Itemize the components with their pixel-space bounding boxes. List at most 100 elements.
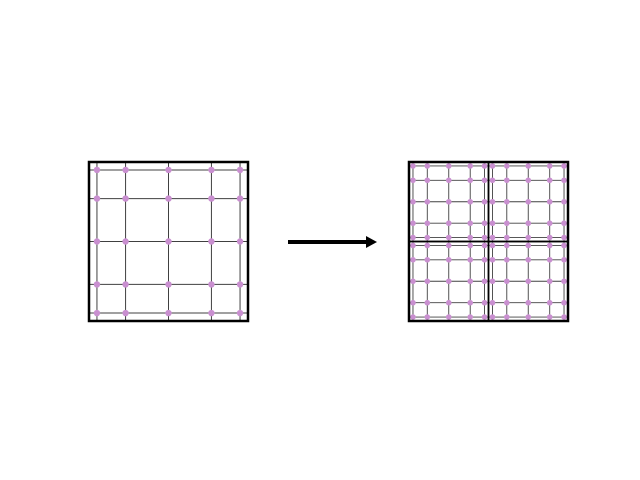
target-panel-0-1-node-2-0 — [489, 198, 496, 205]
target-panel-1-1-node-4-0 — [489, 314, 496, 320]
target-panel-0-1-node-0-3 — [546, 163, 553, 169]
target-panel-0-0-node-2-2 — [445, 198, 452, 205]
source-node-4-1 — [122, 309, 129, 317]
target-panel-0-1-node-3-4 — [561, 220, 567, 227]
target-panel-1-0-node-3-1 — [424, 299, 431, 306]
source-frame — [87, 160, 250, 323]
target-panel-1-0-node-1-2 — [445, 256, 452, 263]
target-panel-0-0-node-4-3 — [467, 234, 474, 241]
target-panel-0-1-node-3-1 — [503, 220, 510, 227]
source-node-0-1 — [122, 166, 129, 174]
target-panel-0-1-node-4-4 — [561, 234, 567, 241]
source-node-4-4 — [236, 309, 244, 317]
target-panel-0-1-node-1-1 — [503, 177, 510, 184]
target-panel-1-0-node-4-4 — [481, 314, 488, 320]
target-panel-1-0-node-3-3 — [467, 299, 474, 306]
source-node-0-0 — [93, 166, 101, 174]
arrow-head — [366, 236, 377, 248]
target-panel-0-0-node-4-4 — [481, 234, 488, 241]
target-panel-0-1-node-4-1 — [503, 234, 510, 241]
target-panel-1-1-node-2-1 — [503, 278, 510, 285]
target-panel-1-1-node-0-2 — [525, 242, 532, 249]
target-panel-1-1-node-2-4 — [561, 278, 567, 285]
target-panel-0-1-node-2-3 — [546, 198, 553, 205]
target-panel-0-0-node-0-2 — [445, 163, 452, 169]
target-panel-0-1-node-1-4 — [561, 177, 567, 184]
target-panel-1-0-node-3-4 — [481, 299, 488, 306]
target-panel-0-1-node-2-1 — [503, 198, 510, 205]
target-panel-1-0-node-0-4 — [481, 242, 488, 249]
target-panel-1-0-node-4-0 — [410, 314, 416, 320]
source-node-3-4 — [236, 281, 244, 288]
target-panel-0-0-node-1-0 — [410, 177, 416, 184]
target-panel-0-0-node-2-0 — [410, 198, 416, 205]
target-panel-0-0-node-1-3 — [467, 177, 474, 184]
target-panel-0-0-node-1-2 — [445, 177, 452, 184]
source-node-4-3 — [208, 309, 215, 317]
source-node-3-1 — [122, 281, 129, 288]
target-panel-1-0-node-2-0 — [410, 278, 416, 285]
target-panel-1-0-node-1-0 — [410, 256, 416, 263]
target-panel-0-1-node-1-0 — [489, 177, 496, 184]
source-node-4-0 — [93, 309, 101, 317]
target-panel-1-1-node-2-0 — [489, 278, 496, 285]
target-panel-0-1-node-4-0 — [489, 234, 496, 241]
target-panel-1-0-node-4-3 — [467, 314, 474, 320]
target-panel-1-1-node-3-0 — [489, 299, 496, 306]
target-panel-1-1-node-1-3 — [546, 256, 553, 263]
target-panel-1-0-node-0-1 — [424, 242, 431, 249]
transform-arrow — [288, 236, 377, 248]
target-panel-1-0-node-4-1 — [424, 314, 431, 320]
target-panel-1-1-node-4-2 — [525, 314, 532, 320]
target-panel-1-1-node-1-4 — [561, 256, 567, 263]
target-panel-0-0-node-3-0 — [410, 220, 416, 227]
source-node-4-2 — [165, 309, 172, 317]
target-panel-0-0-node-2-3 — [467, 198, 474, 205]
source-node-2-2 — [165, 238, 172, 245]
source-node-0-4 — [236, 166, 244, 174]
target-panel-1-0-node-3-0 — [410, 299, 416, 306]
target-panel-0-0-node-1-1 — [424, 177, 431, 184]
source-node-3-0 — [93, 281, 101, 288]
source-node-2-3 — [208, 238, 215, 245]
source-node-1-4 — [236, 195, 244, 202]
target-panel-1-0-node-1-1 — [424, 256, 431, 263]
target-panel-1-0-node-1-3 — [467, 256, 474, 263]
target-panel-0-1-node-1-2 — [525, 177, 532, 184]
target-panel-0-0-node-0-0 — [410, 163, 416, 169]
target-panel-0-1-node-0-4 — [561, 163, 567, 169]
target-panel-1-1-node-2-3 — [546, 278, 553, 285]
target-panel-0-0-node-2-1 — [424, 198, 431, 205]
target-panel-0-0-node-2-4 — [481, 198, 488, 205]
target-panel-1-1-node-3-3 — [546, 299, 553, 306]
target-panel-1-1-node-1-2 — [525, 256, 532, 263]
source-node-2-1 — [122, 238, 129, 245]
target-panel-1-1-node-3-1 — [503, 299, 510, 306]
target-panel-0-1-node-1-3 — [546, 177, 553, 184]
target-panel-1-1-node-0-4 — [561, 242, 567, 249]
target-panel-0-0-node-1-4 — [481, 177, 488, 184]
target-panel-1-0-node-1-4 — [481, 256, 488, 263]
target-panel-1-0-node-0-2 — [445, 242, 452, 249]
target-panel-0-0-node-3-1 — [424, 220, 431, 227]
target-panel-0-0-node-4-0 — [410, 234, 416, 241]
target-panel-0-0-node-3-4 — [481, 220, 488, 227]
target-panel-1-0-node-4-2 — [445, 314, 452, 320]
source-node-0-2 — [165, 166, 172, 174]
target-panel-1-1-node-3-4 — [561, 299, 567, 306]
source-node-1-3 — [208, 195, 215, 202]
target-panel-0-1-node-0-0 — [489, 163, 496, 169]
target-panel-1-1-node-4-1 — [503, 314, 510, 320]
source-node-1-1 — [122, 195, 129, 202]
target-panel-0-0-node-0-1 — [424, 163, 431, 169]
target-panel-1-1-node-1-0 — [489, 256, 496, 263]
target-panel-1-0-node-2-3 — [467, 278, 474, 285]
target-panel-0-1-node-3-3 — [546, 220, 553, 227]
target-panel-0-1-node-3-2 — [525, 220, 532, 227]
target-panel-1-0-node-3-2 — [445, 299, 452, 306]
target-panel-0-0-node-0-3 — [467, 163, 474, 169]
source-node-0-3 — [208, 166, 215, 174]
target-panel-1-1-node-3-2 — [525, 299, 532, 306]
target-panel-1-1-node-0-1 — [503, 242, 510, 249]
